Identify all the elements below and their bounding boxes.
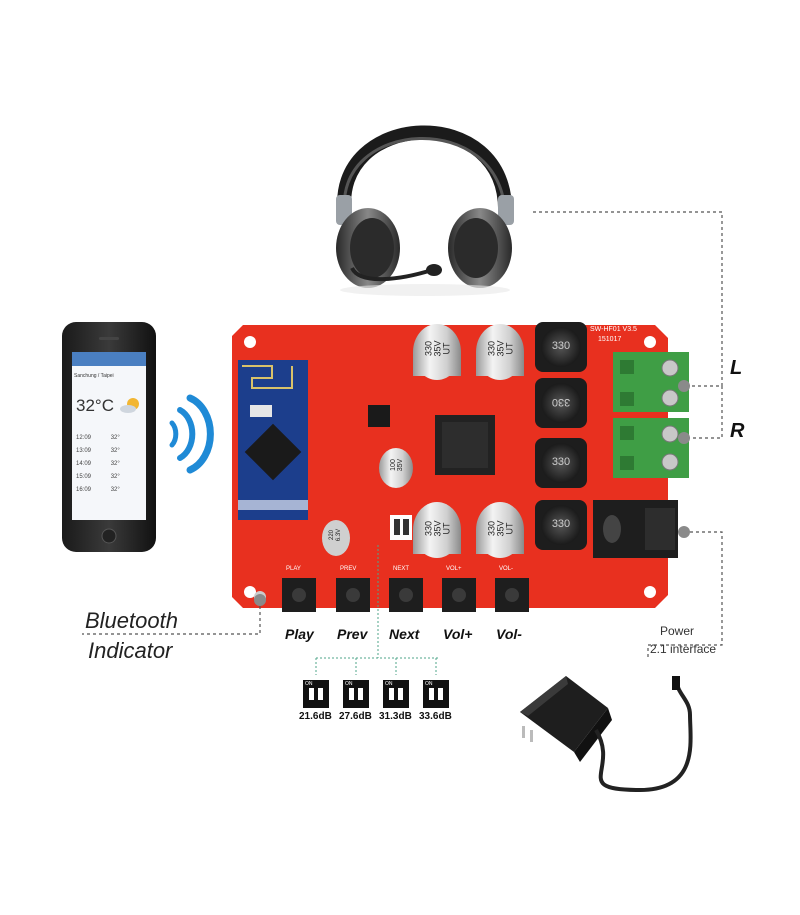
left-channel-label: L [730,357,743,379]
gain-leader-lines [315,545,438,675]
inductor-label: 330 [551,456,571,468]
speaker-terminal-left [613,352,689,412]
play-push-button [282,578,316,612]
vol-plus-label: Vol+ [443,626,473,642]
inductor-label: 330 [551,340,571,352]
gain-switch-2 [343,680,369,708]
next-push-button [389,578,423,612]
headphones-icon [336,125,514,296]
leader-lines [82,211,723,660]
capacitor [413,502,461,558]
bluetooth-module [238,360,308,520]
right-channel-label: R [730,420,745,442]
vol-plus-push-button [442,578,476,612]
phone-temperature: 32°C [76,396,114,415]
capacitor [476,502,524,558]
inductor [535,500,587,550]
silk-label: VOL- [499,566,514,572]
gain-switch-1 [303,680,329,708]
amplifier-board [232,322,689,612]
inductor [535,438,587,488]
inductor [535,322,587,372]
gain-switch-4 [423,680,449,708]
phone-location: Sanchung / Taipei [74,373,114,379]
smartphone-icon [62,322,156,552]
capacitor [476,324,524,380]
bluetooth-indicator-label-line1: Bluetooth [85,608,178,633]
forecast-row: 16:09 32° [76,487,120,493]
gain-switch-3 [383,680,409,708]
power-adapter-icon [520,676,693,793]
board-date-code: 151017 [598,336,622,343]
capacitor [379,448,413,488]
next-label: Next [389,626,420,642]
switch-on-label: ON [305,681,313,687]
weather-sun-icon [120,398,139,413]
forecast-row: 12:09 32° [76,435,120,441]
switch-on-label: ON [385,681,393,687]
inductor-label: 330 [551,518,571,530]
gain-value-3: 31.3dB [379,711,412,722]
silk-label: NEXT [393,566,410,572]
bluetooth-signal-icon [169,394,214,474]
prev-push-button [336,578,370,612]
gain-value-1: 21.6dB [299,711,332,722]
ic-chip [368,405,390,427]
right-channel-marker [678,432,690,444]
silk-label: PLAY [286,566,301,572]
vol-minus-label: Vol- [496,626,522,642]
inductor [535,378,587,428]
speaker-terminal-right [613,418,689,478]
forecast-row: 15:09 32° [76,474,120,480]
power-label-line1: Power [660,624,695,638]
forecast-row: 13:09 32° [76,448,120,454]
switch-on-label: ON [425,681,433,687]
play-label: Play [285,626,314,642]
gain-value-4: 33.6dB [419,711,452,722]
dc-power-jack [593,500,678,558]
left-channel-marker [678,380,690,392]
silk-label: VOL+ [446,566,462,572]
board-model: SW-HF01 V3.5 [590,326,637,333]
forecast-row: 14:09 32° [76,461,120,467]
vol-minus-push-button [495,578,529,612]
power-label-line2: 2.1 interface [650,642,717,656]
gain-value-2: 27.6dB [339,711,372,722]
indicator-marker [254,594,266,606]
silk-label: PREV [340,566,357,572]
phone-forecast: 12:09 32° 13:09 32° 14:09 32° 15:09 32° … [76,432,142,497]
inductor-label: 330 [551,396,571,408]
bluetooth-indicator-label-line2: Indicator [88,638,173,663]
switch-on-label: ON [345,681,353,687]
power-marker [678,526,690,538]
capacitor [322,520,350,556]
capacitor [413,324,461,380]
prev-label: Prev [337,626,368,642]
